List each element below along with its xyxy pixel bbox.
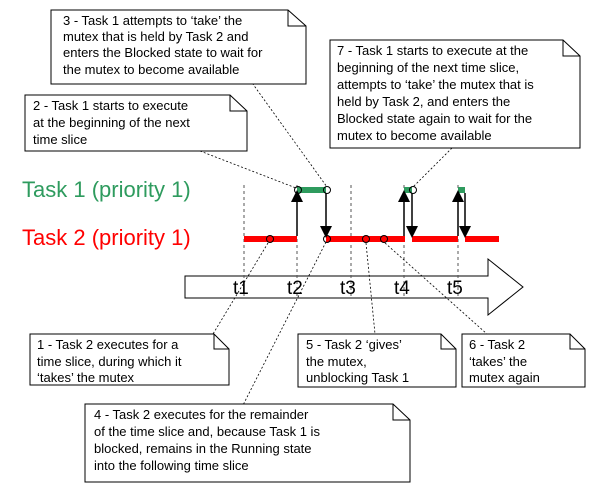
task2-label: Task 2 (priority 1): [22, 225, 191, 250]
leader-note5: [365, 242, 376, 335]
context-switch-arrows: [291, 190, 471, 238]
tick-label-t2: t2: [287, 278, 303, 299]
note1-line-1: 1 - Task 2 executes for a: [37, 337, 179, 352]
callout-note-7: 7 - Task 1 starts to execute at the begi…: [329, 39, 581, 149]
note7-line-5: Blocked state again to wait for the: [337, 111, 532, 126]
leader-note3: [249, 79, 328, 188]
event-circle-5: [362, 235, 370, 243]
task2-bar-3: [412, 236, 458, 242]
callout-note-1: 1 - Task 2 executes for a time slice, du…: [29, 333, 230, 386]
note7-line-3: attempts to ‘take’ the mutex that is: [337, 77, 534, 92]
task1-label: Task 1 (priority 1): [22, 177, 191, 202]
time-axis-arrow: [184, 257, 524, 317]
note4-line-1: 4 - Task 2 executes for the remainder: [94, 407, 309, 422]
note7-line-4: held by Task 2, and enters the: [337, 94, 510, 109]
note4-line-3: blocked, remains in the Running state: [94, 441, 312, 456]
event-circle-3: [323, 186, 331, 194]
leader-note6: [384, 242, 488, 335]
note2-line-2: at the beginning of the next: [33, 115, 190, 130]
tick-labels: t1 t2 t3 t4 t5: [233, 278, 463, 299]
note4-line-2: of the time slice and, because Task 1 is: [94, 424, 320, 439]
task2-bar-2: [326, 236, 405, 242]
note3-line-1: 3 - Task 1 attempts to ‘take’ the: [63, 13, 242, 28]
leader-note1: [212, 242, 269, 335]
note3-line-2: mutex that is held by Task 2 and: [63, 29, 248, 44]
note5-line-1: 5 - Task 2 ‘gives’: [306, 337, 402, 352]
note6-line-2: ‘takes’ the: [469, 354, 527, 369]
event-circle-6: [380, 235, 388, 243]
note1-line-3: ‘takes’ the mutex: [37, 370, 135, 385]
event-markers: [266, 186, 417, 243]
callout-note-6: 6 - Task 2 ‘takes’ the mutex again: [461, 333, 586, 388]
leader-note7: [412, 147, 453, 188]
task2-bar-4: [465, 236, 499, 242]
event-circle-2: [294, 186, 302, 194]
callout-leader-lines: [199, 79, 488, 412]
note7-line-6: mutex to become available: [337, 128, 492, 143]
note3-line-3: enters the Blocked state to wait for: [63, 45, 263, 60]
leader-note2: [199, 150, 297, 189]
note3-line-4: the mutex to become available: [63, 62, 239, 77]
task1-bar-1: [297, 187, 326, 193]
note6-line-1: 6 - Task 2: [469, 337, 525, 352]
note5-line-3: unblocking Task 1: [306, 370, 409, 385]
tick-label-t4: t4: [394, 278, 410, 299]
note2-line-3: time slice: [33, 132, 87, 147]
note6-line-3: mutex again: [469, 370, 540, 385]
event-circle-4: [323, 235, 331, 243]
task1-execution-bars: [297, 187, 465, 193]
callout-note-2: 2 - Task 1 starts to execute at the begi…: [24, 94, 248, 152]
callout-note-3: 3 - Task 1 attempts to ‘take’ the mutex …: [50, 9, 307, 85]
task2-execution-bars: [244, 236, 499, 242]
event-circle-1: [266, 235, 274, 243]
note4-line-4: into the following time slice: [94, 458, 249, 473]
tick-label-t3: t3: [340, 278, 356, 299]
task1-bar-3: [458, 187, 465, 193]
callout-note-4: 4 - Task 2 executes for the remainder of…: [84, 403, 411, 483]
tick-label-t5: t5: [447, 278, 463, 299]
note7-line-1: 7 - Task 1 starts to execute at the: [337, 43, 528, 58]
note1-line-2: time slice, during which it: [37, 354, 182, 369]
task2-bar-1: [244, 236, 297, 242]
note5-line-2: the mutex,: [306, 354, 367, 369]
event-circle-7: [409, 186, 417, 194]
note7-line-2: beginning of the next time slice,: [337, 60, 519, 75]
note2-line-1: 2 - Task 1 starts to execute: [33, 98, 188, 113]
callout-note-5: 5 - Task 2 ‘gives’ the mutex, unblocking…: [297, 333, 457, 388]
